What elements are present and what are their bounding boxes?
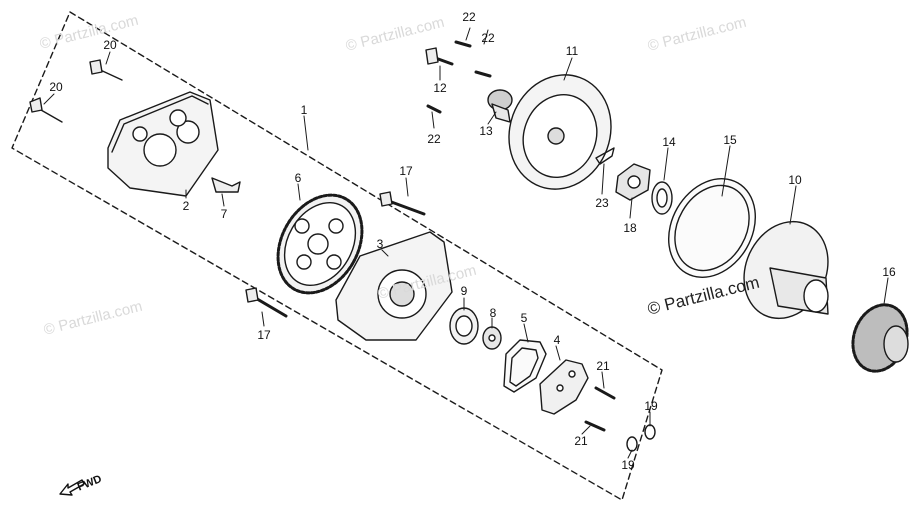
callout-label: 11 (565, 44, 579, 58)
bolt-part-12 (425, 47, 454, 66)
callout-label: 20 (103, 38, 117, 52)
bolt-part-17 (245, 191, 426, 318)
callout-label: 21 (596, 359, 610, 373)
callout-label: 19 (621, 458, 635, 472)
clip-part-23 (595, 147, 615, 165)
callout-label: 1 (300, 103, 308, 117)
strainer-housing-part-11 (508, 74, 612, 190)
callout-label: 17 (399, 164, 413, 178)
callout-label: 20 (49, 80, 63, 94)
bolt-part-7 (211, 177, 241, 193)
inner-rotor-part-8 (482, 326, 502, 350)
callout-label: 18 (623, 221, 637, 235)
washer-part-14 (651, 181, 673, 215)
callout-label: 10 (788, 173, 802, 187)
forward-arrow-icon (59, 479, 85, 496)
callout-label: 21 (574, 434, 588, 448)
callout-label: 23 (595, 196, 609, 210)
callout-label: 19 (644, 399, 658, 413)
pump-plate-part-4 (539, 359, 589, 415)
bolt-part-22 (426, 40, 492, 114)
callout-label: 14 (662, 135, 676, 149)
outer-rotor-part-9 (449, 307, 479, 345)
callout-label: 12 (433, 81, 447, 95)
callout-label: 22 (427, 132, 441, 146)
callout-label: 9 (460, 284, 468, 298)
callout-label: 4 (553, 333, 561, 347)
callout-label: 16 (882, 265, 896, 279)
gear-part-16 (851, 303, 909, 373)
driven-gear-part-6 (276, 193, 364, 295)
nut-part-18 (615, 163, 651, 201)
callout-label: 2 (182, 199, 190, 213)
callout-label: 5 (520, 311, 528, 325)
callout-label: 3 (376, 237, 384, 251)
callout-label: 8 (489, 306, 497, 320)
callout-label: 13 (479, 124, 493, 138)
callout-label: 22 (481, 31, 495, 45)
gasket-part-15 (667, 178, 757, 278)
screw-part-21 (584, 386, 616, 432)
relief-valve-part-13 (487, 89, 513, 123)
bolt-part-20 (29, 59, 123, 123)
gasket-part-5 (503, 339, 547, 393)
callout-label: 15 (723, 133, 737, 147)
callout-label: 7 (220, 207, 228, 221)
pump-cover-part-2 (107, 91, 219, 197)
callout-label: 17 (257, 328, 271, 342)
pump-body-part-3 (335, 231, 453, 341)
clutch-housing-part-10 (743, 220, 829, 320)
leader-lines (43, 27, 889, 459)
callout-label: 6 (294, 171, 302, 185)
callout-label: 22 (462, 10, 476, 24)
